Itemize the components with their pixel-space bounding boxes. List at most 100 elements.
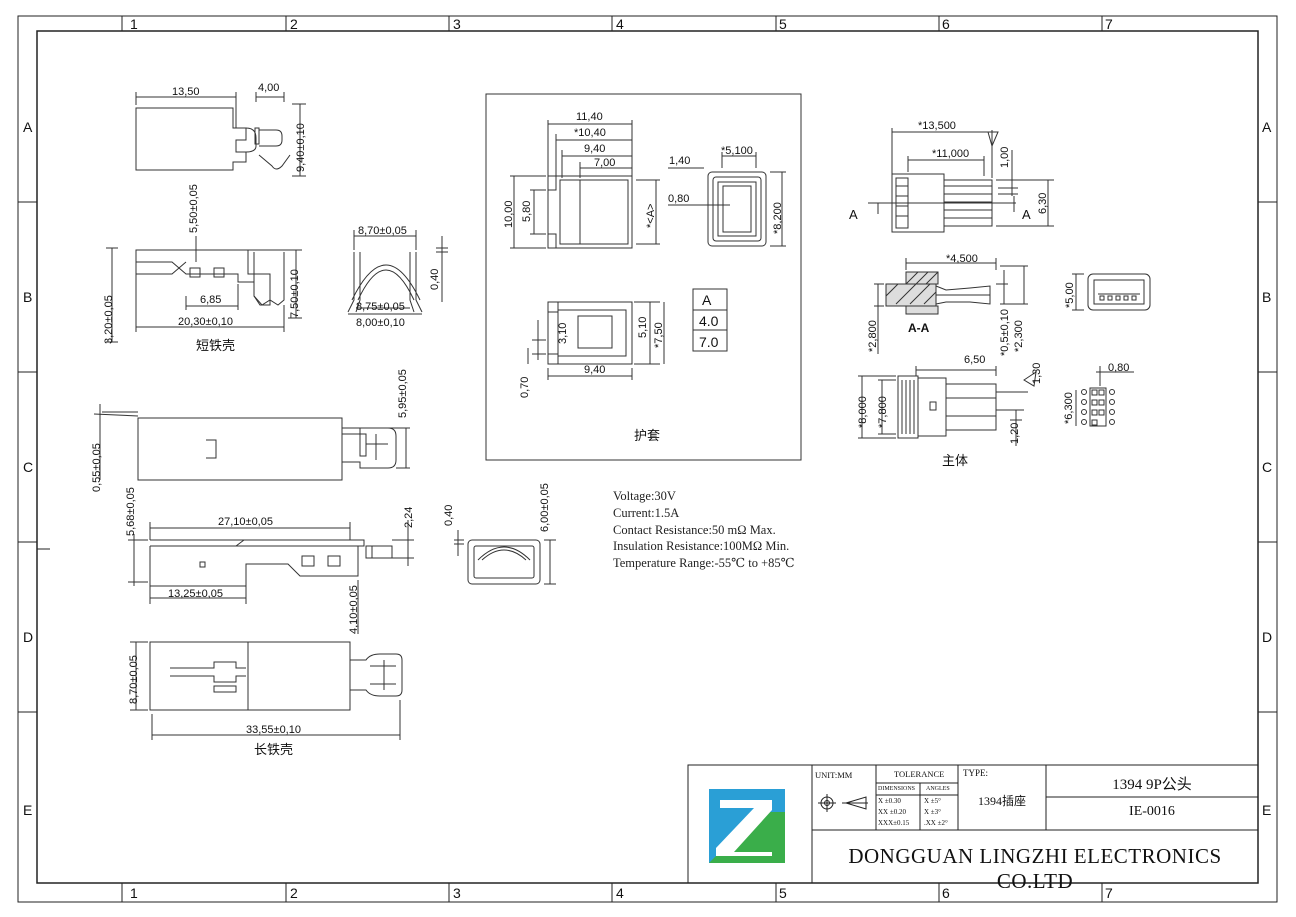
spec-current: Current:1.5A: [613, 505, 680, 520]
table-cell: 7.0: [699, 334, 719, 350]
unit-label: UNIT:MM: [815, 770, 853, 780]
col-label: 4: [616, 885, 624, 901]
dim-label: 3,20±0,05: [103, 295, 115, 344]
zone-ticks: [18, 16, 1277, 902]
table-cell: A: [702, 292, 712, 308]
company-logo: [709, 789, 785, 863]
row-label: C: [23, 459, 33, 475]
inner-frame: [36, 30, 1259, 884]
long-shell-side-dims: 5,95±0,05 0,55±0,05: [91, 369, 409, 492]
view-caption: 主体: [942, 453, 968, 468]
view-caption: 短铁壳: [196, 338, 235, 353]
dim-label: *13,500: [918, 120, 956, 132]
long-shell-top-view: [130, 641, 403, 740]
dim-label: 5,50±0,05: [188, 184, 200, 233]
short-shell-top-view: [135, 92, 306, 177]
angles-label: ANGLES: [926, 786, 950, 792]
dim-label: *8,000: [857, 396, 869, 428]
dim-label: 9,40: [584, 364, 605, 376]
dim-label: 1,20: [1009, 423, 1021, 444]
dim-label: 0,80: [668, 193, 689, 205]
body-top-view: [868, 128, 1054, 233]
col-label: 7: [1105, 16, 1113, 32]
section-mark: A: [1022, 207, 1031, 222]
drawing-title: 1394 9P公头: [1112, 777, 1192, 793]
spec-insulation-resistance: Insulation Resistance:100MΩ Min.: [613, 539, 790, 554]
dim-label: 5,10: [637, 317, 649, 338]
dim-label: 11,40: [576, 111, 603, 123]
col-label: 2: [290, 885, 298, 901]
dim-label: 5,68±0,05: [125, 487, 137, 536]
dim-label: 8,75±0,05: [356, 301, 405, 313]
short-shell-end-dims: 8,70±0,05 0,40 8,75±0,05 8,00±0,10: [356, 225, 441, 329]
dim-label: 8,70±0,05: [358, 225, 407, 237]
dim-label: *<A>: [645, 204, 657, 228]
dim-label: *5,00: [1064, 282, 1076, 308]
dim-label: 5,95±0,05: [397, 369, 409, 418]
dim-label: 9,40±0,10: [295, 123, 307, 172]
dim-label: 13,25±0,05: [168, 588, 223, 600]
part-number: IE-0016: [1129, 804, 1175, 819]
dim-label: 6,50: [964, 354, 985, 366]
body-side-dims: 6,50 1,30 *8,000 *7,800 1,20 主体: [857, 354, 1043, 468]
cover-panel: [485, 93, 802, 461]
dim-label: *7,50: [653, 322, 665, 348]
dim-label: 6,30: [1037, 193, 1049, 214]
col-label: 4: [616, 16, 624, 32]
col-label: 6: [942, 885, 950, 901]
dim-label: 13,50: [172, 86, 200, 98]
view-caption: 长铁壳: [254, 742, 293, 757]
body-end-view: [1072, 273, 1151, 311]
dim-label: 6,85: [200, 294, 221, 306]
tolerance-row: XXX±0.15: [878, 819, 910, 827]
dim-label: 4,10±0,05: [348, 585, 360, 634]
body-section-dims: *4,500 A-A *2,800 *0,5±0,10 *2,300: [867, 253, 1025, 356]
dim-label: 4,00: [258, 82, 279, 94]
dim-label: 8,70±0,05: [128, 655, 140, 704]
dim-label: 1,30: [1031, 363, 1043, 384]
row-label: A: [1262, 119, 1272, 135]
dim-label: 7,00: [594, 157, 615, 169]
dim-label: 20,30±0,10: [178, 316, 233, 328]
dim-label: 1,40: [669, 155, 690, 167]
angle-row: X ±5°: [924, 797, 941, 805]
long-shell-profile-dims: 5,68±0,05 27,10±0,05 2,24 13,25±0,05 4,1…: [125, 487, 415, 634]
dim-label: 1,00: [999, 147, 1011, 168]
dim-label: 7,50±0,10: [289, 269, 301, 318]
long-shell-side-view: [93, 404, 410, 481]
long-shell-top-dims: 8,70±0,05 33,55±0,10 长铁壳: [128, 655, 301, 757]
angle-row: .XX ±2°: [924, 819, 948, 827]
tolerance-row: X ±0.30: [878, 797, 901, 805]
table-cell: 4.0: [699, 313, 719, 329]
col-label: 1: [130, 885, 138, 901]
type-value: 1394插座: [978, 794, 1027, 808]
cover-end-dims: 1,40 *5,100 0,80 *8,200: [668, 145, 784, 234]
section-mark: A: [849, 207, 858, 222]
type-label: TYPE:: [963, 768, 989, 778]
dim-label: 5,80: [521, 201, 533, 222]
dim-label: *2,800: [867, 320, 879, 352]
angle-row: X ±3°: [924, 808, 941, 816]
dim-label: 8,00±0,10: [356, 317, 405, 329]
cover-bottom-dims: 3,10 5,10 *7,50 0,70 9,40: [519, 317, 665, 398]
title-block: [687, 764, 1259, 884]
row-label: E: [23, 802, 32, 818]
cover-front-dims: 11,40 *10,40 9,40 7,00 10,00 5,80 *<A>: [503, 111, 657, 228]
body-side-view: [858, 366, 1037, 446]
dim-label: 0,80: [1108, 362, 1129, 374]
outer-frame: [17, 15, 1278, 903]
body-top-dims: *13,500 *11,000 1,00 6,30 A A: [849, 120, 1049, 222]
col-label: 6: [942, 16, 950, 32]
dim-label: *7,800: [877, 396, 889, 428]
col-label: 5: [779, 16, 787, 32]
cover-size-table: A 4.0 7.0: [692, 288, 728, 352]
body-section-view: [874, 258, 1028, 354]
col-label: 3: [453, 16, 461, 32]
company-name: DONGGUAN LINGZHI ELECTRONICS CO.LTD: [848, 844, 1222, 893]
row-label: E: [1262, 802, 1271, 818]
spec-temperature-range: Temperature Range:-55℃ to +85℃: [613, 556, 795, 571]
dim-label: 3,10: [557, 323, 569, 344]
col-label: 2: [290, 16, 298, 32]
dim-label: 10,00: [503, 200, 515, 228]
